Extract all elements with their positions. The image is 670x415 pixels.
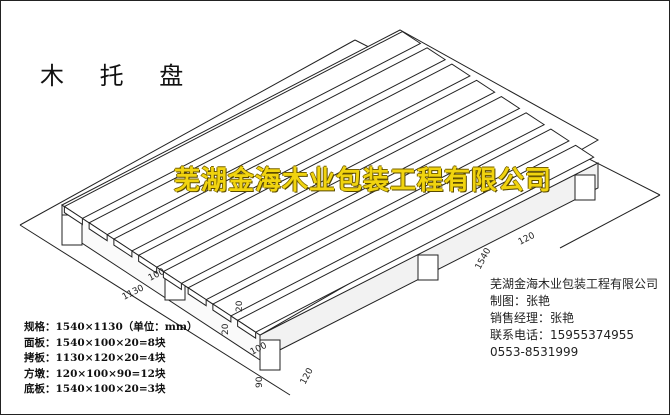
top-boards <box>63 30 595 340</box>
top-board-edge <box>237 319 257 340</box>
specs-block: 规格：1540×1130（单位：mm） 面板：1540×100×20=8块 拷板… <box>24 320 197 398</box>
contact-tel: 0553-8531999 <box>490 345 579 359</box>
top-board-edge <box>212 303 232 323</box>
contact-drawn-by: 制图：张艳 <box>490 294 551 308</box>
spec-top-board: 面板：1540×100×20=8块 <box>24 336 166 349</box>
top-board-edge <box>187 286 207 307</box>
top-board-edge <box>162 270 182 291</box>
spec-bottom-board: 底板：1540×100×20=3块 <box>24 383 166 395</box>
company-banner: 芜湖金海木业包装工程有限公司 <box>174 166 553 196</box>
dim-width: 1130 <box>121 283 146 302</box>
dim-thickness-2: 20 <box>235 300 245 312</box>
block-right <box>259 339 281 371</box>
width-extension-line <box>19 224 291 396</box>
dim-block-depth: 120 <box>299 366 316 386</box>
spec-size: 规格：1540×1130（单位：mm） <box>24 321 198 333</box>
spec-block: 方墩：120×100×90=12块 <box>24 367 166 380</box>
contact-company: 芜湖金海木业包装工程有限公司 <box>490 277 659 291</box>
contact-manager: 销售经理：张艳 <box>490 311 575 325</box>
contact-phone: 联系电话：15955374955 <box>490 328 634 342</box>
top-board-edge <box>138 254 158 275</box>
top-board-edge <box>63 205 83 226</box>
contact-block: 芜湖金海木业包装工程有限公司 制图：张艳 销售经理：张艳 联系电话：159553… <box>490 276 658 361</box>
dim-cross-width: 120 <box>517 231 537 248</box>
length-extension-line <box>19 39 356 226</box>
top-board-edge <box>88 221 108 242</box>
dim-thickness-1: 20 <box>221 323 231 335</box>
spec-cross-board: 拷板：1130×120×20=4块 <box>24 352 166 364</box>
drawing-title: 木 托 盘 <box>40 62 198 90</box>
dim-block-height: 90 <box>255 376 265 388</box>
top-board-edge <box>113 238 133 258</box>
